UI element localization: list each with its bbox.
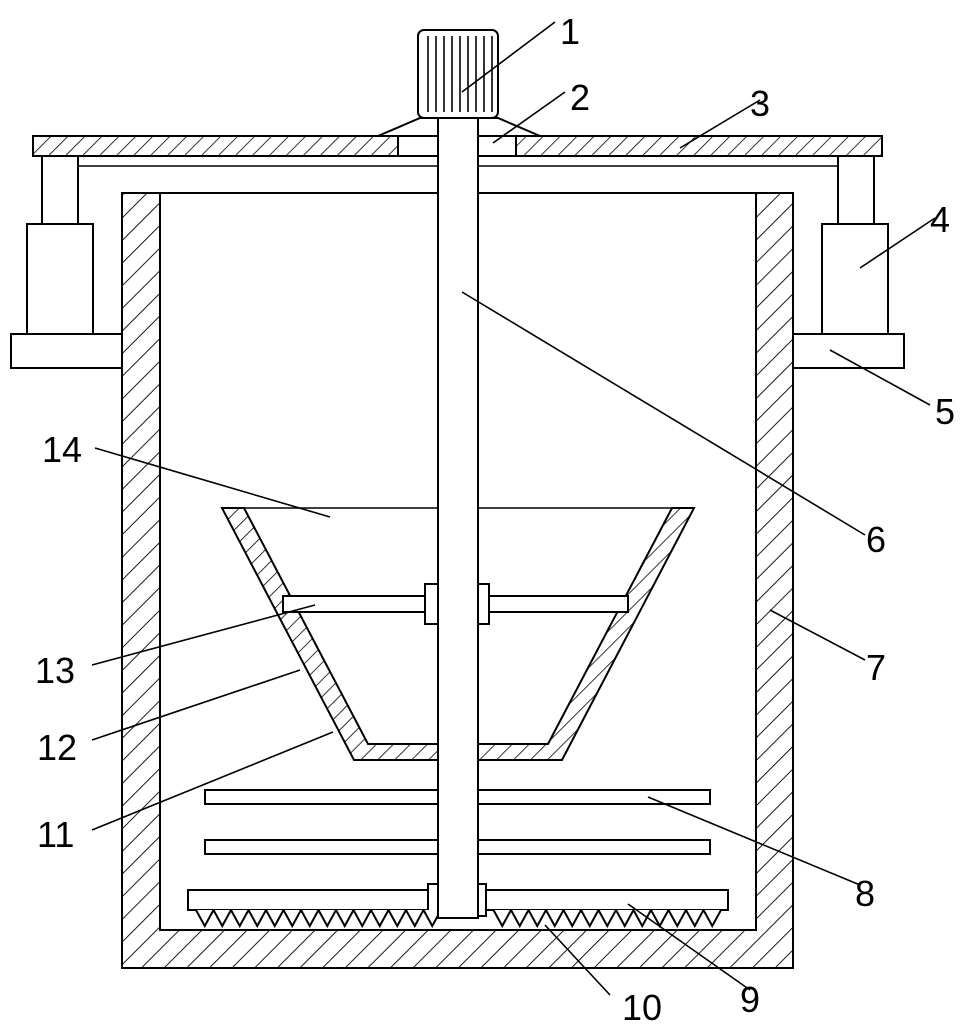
label-7: 7	[866, 647, 886, 688]
label-8: 8	[855, 873, 875, 914]
motor	[417, 29, 499, 119]
label-9: 9	[740, 979, 760, 1020]
label-2: 2	[570, 77, 590, 118]
part-labels: 1 2 3 4 5 6 7 8 9 10 11 12 13 14	[35, 11, 955, 1028]
leader-lines	[91, 21, 936, 996]
label-1: 1	[560, 11, 580, 52]
main-shaft	[437, 117, 479, 919]
left-support	[10, 155, 123, 369]
label-12: 12	[37, 727, 77, 768]
label-5: 5	[935, 391, 955, 432]
label-14: 14	[42, 429, 82, 470]
right-support	[792, 155, 905, 369]
label-11: 11	[37, 814, 74, 855]
label-6: 6	[866, 519, 886, 560]
label-13: 13	[35, 650, 75, 691]
label-3: 3	[750, 83, 770, 124]
label-10: 10	[622, 987, 662, 1028]
label-4: 4	[930, 199, 950, 240]
